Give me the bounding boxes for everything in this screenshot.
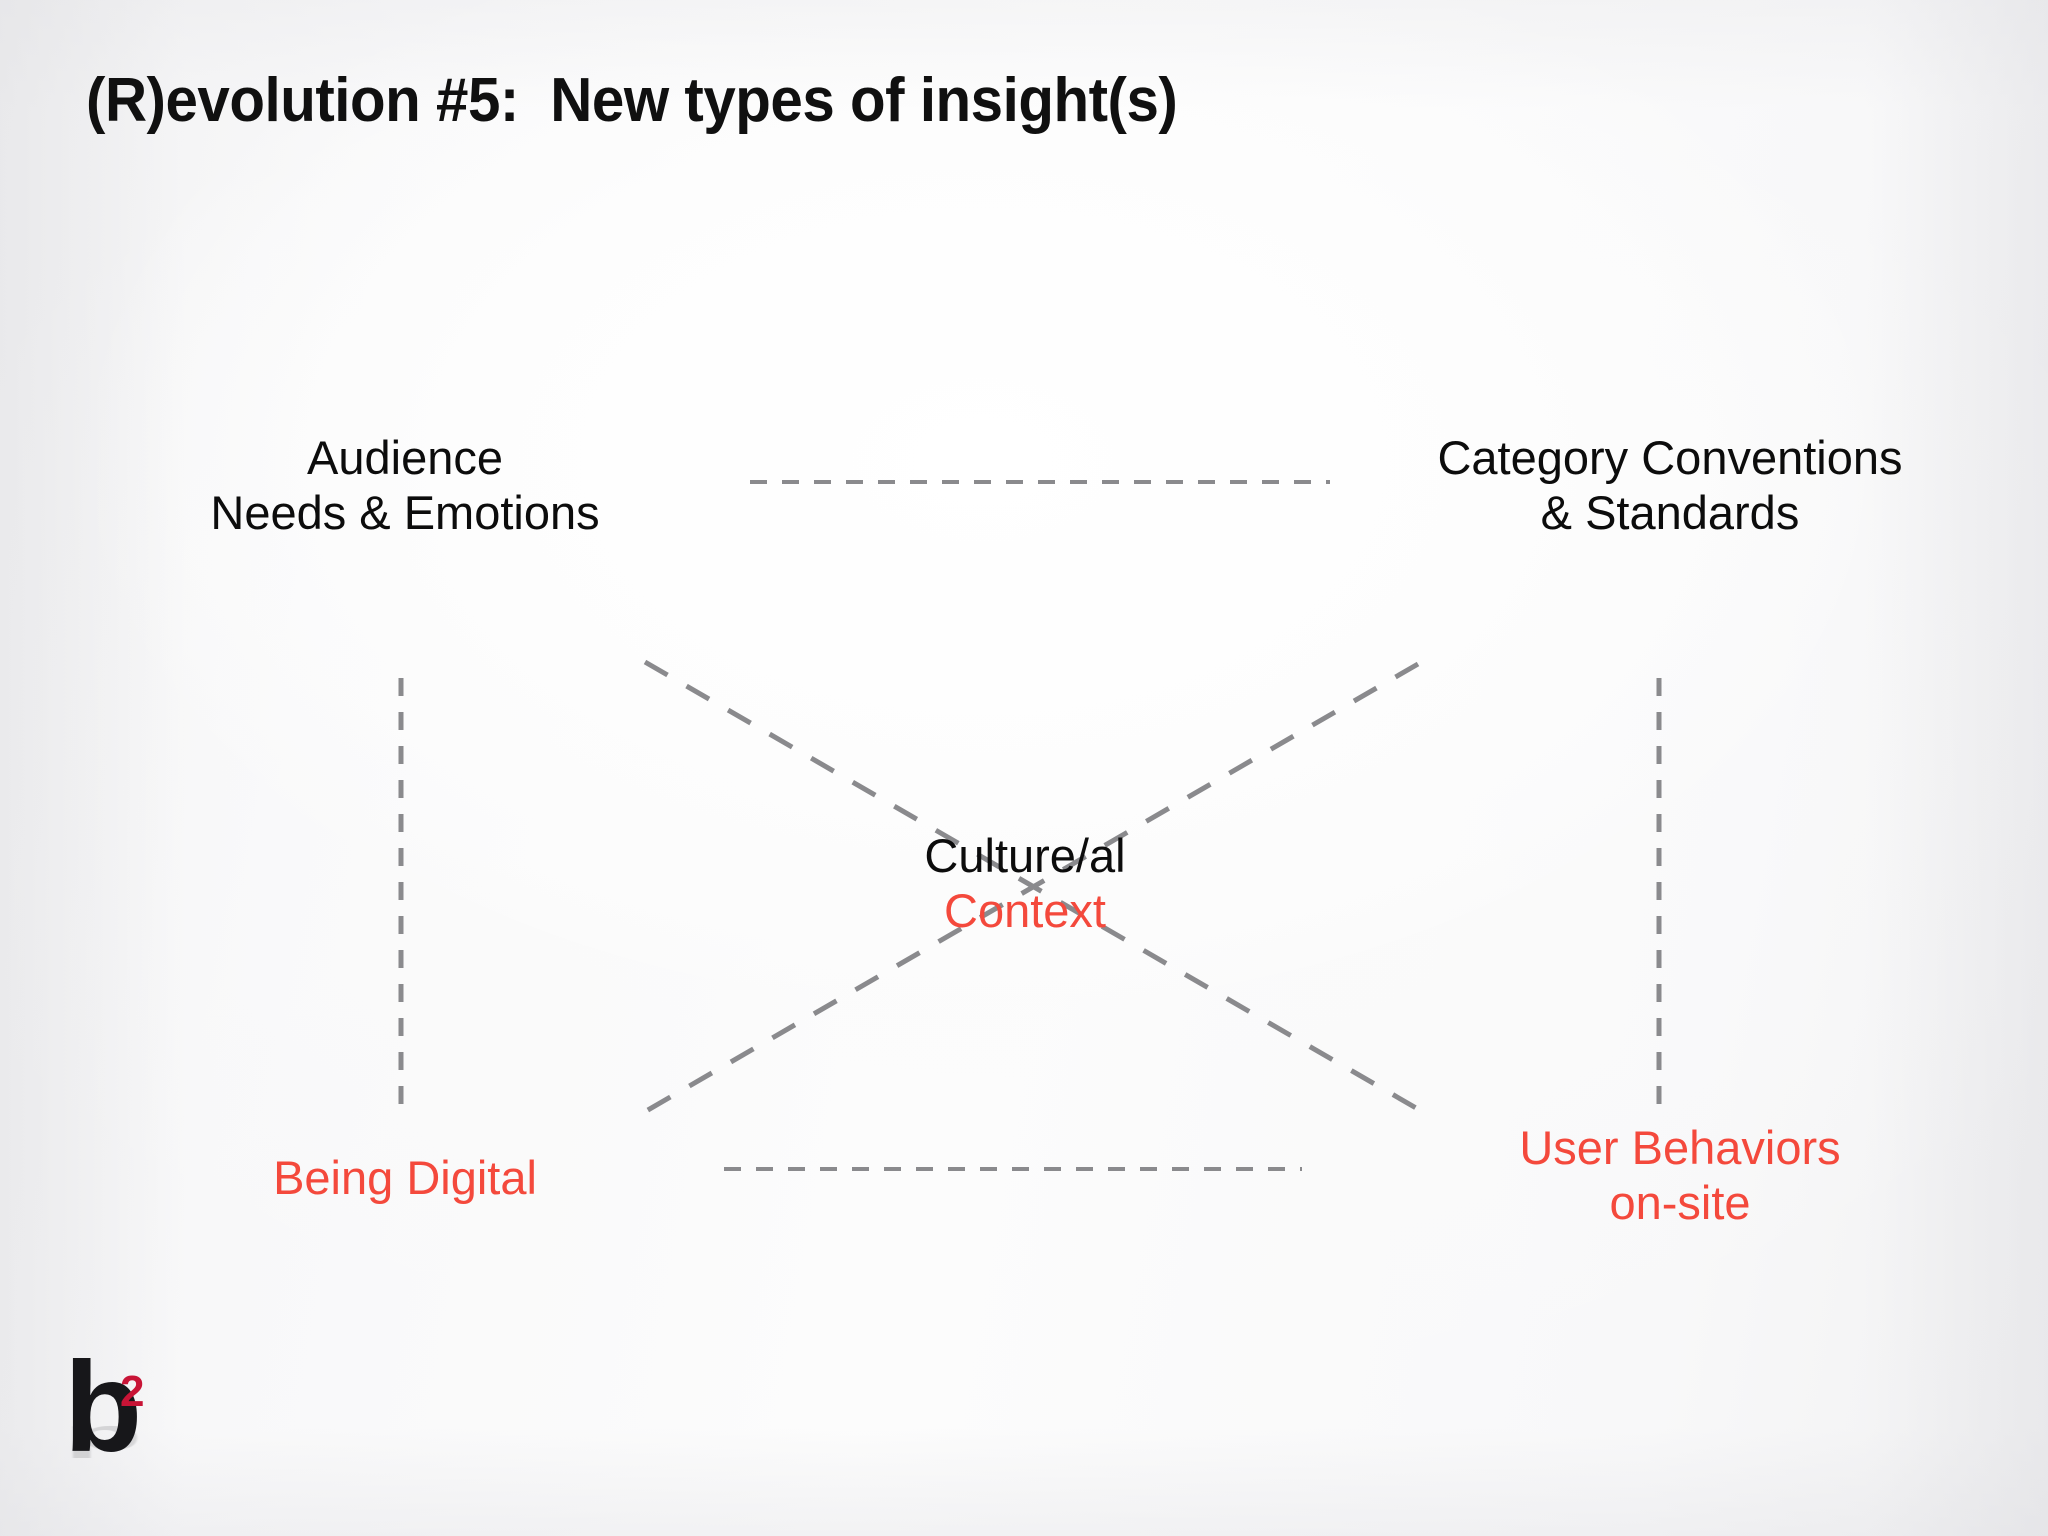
node-user-behaviors-on-site: User Behaviors on-site: [1519, 1121, 1841, 1230]
node-cultural-context: Culture/al Context: [800, 828, 1250, 939]
logo-letter-b: b: [64, 1336, 143, 1479]
logo-superscript-two: 2: [120, 1367, 145, 1416]
center-label-line-1: Culture/al: [924, 829, 1126, 882]
node-audience-needs-emotions: Audience Needs & Emotions: [210, 431, 600, 540]
node-being-digital: Being Digital: [273, 1151, 537, 1204]
b-squared-logo: b b 2: [58, 1336, 188, 1492]
node-category-conventions-standards: Category Conventions & Standards: [1437, 431, 1903, 540]
center-label-line-2: Context: [944, 884, 1106, 938]
page-title: (R)evolution #5: New types of insight(s): [86, 66, 1178, 135]
